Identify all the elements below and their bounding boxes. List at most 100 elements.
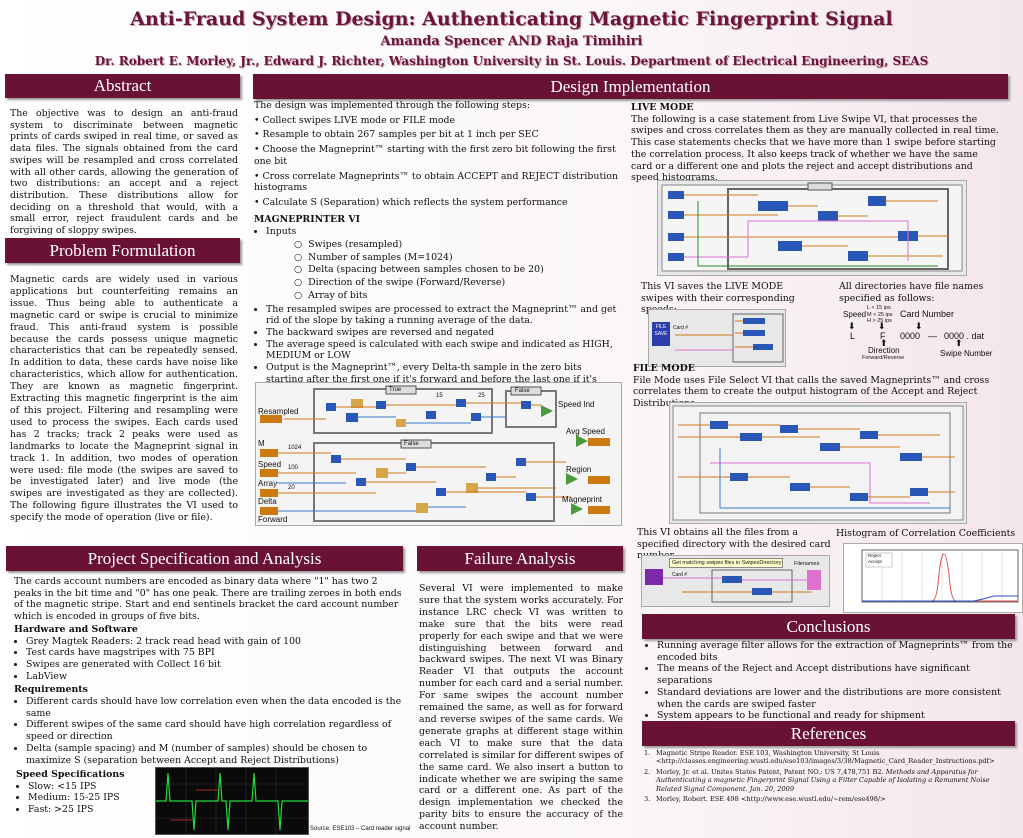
problem-heading: Problem Formulation — [5, 238, 240, 263]
fn-arrow-down-icon: ⬇ — [848, 321, 856, 331]
fn-dash: — — [928, 331, 937, 341]
inputs-item: Inputs ○ Swipes (resampled) ○ Number of … — [266, 226, 622, 301]
design-bullet: The average speed is calculated with eac… — [266, 339, 622, 362]
vi-const-25: 25 — [478, 393, 485, 399]
fn-speed-codes: L < 15 ips M < 25 ips H > 25 ips — [867, 305, 893, 325]
conclusions-list: Running average filter allows for the ex… — [645, 640, 1021, 722]
reference-number: 3. — [644, 795, 651, 804]
histogram-legend: Reject Accept — [868, 553, 882, 565]
file-mode-section: FILE MODE File Mode uses File Select VI … — [633, 363, 1005, 410]
fn-swipe-number: Swipe Number — [940, 349, 993, 358]
fn-l: L — [850, 331, 856, 341]
hw-heading: Hardware and Software — [14, 623, 138, 635]
reference-number: 1. — [644, 749, 651, 757]
design-intro: The design was implemented through the f… — [254, 100, 531, 111]
file-save-vi-diagram: FILE SAVE Card # — [648, 309, 786, 367]
input-text: Direction of the swipe (Forward/Reverse) — [308, 277, 506, 289]
filenames-label: Filenames — [794, 561, 820, 567]
live-swipe-vi-diagram — [657, 180, 967, 276]
design-bullet: The backward swipes are reversed and neg… — [266, 327, 622, 339]
input-item: ○ Number of samples (M=1024) — [294, 251, 453, 263]
conclusion-item: System appears to be functional and read… — [657, 710, 1021, 722]
design-heading: Design Implementation — [253, 74, 1008, 99]
req-heading: Requirements — [14, 684, 88, 696]
req-item: Different swipes of the same card should… — [26, 719, 402, 742]
card-reader-signal-plot — [155, 767, 309, 835]
input-item: ○ Array of bits — [294, 289, 368, 301]
signal-source: Source: ESE103 – Card reader signal — [310, 826, 411, 832]
failure-heading: Failure Analysis — [417, 546, 623, 571]
fn-arrow-down-icon: ⬇ — [878, 321, 886, 331]
poster-authors: Amanda Spencer AND Raja Timihiri — [380, 34, 643, 49]
file-mode-heading: FILE MODE — [633, 363, 695, 374]
design-step: • Choose the Magneprint™ starting with t… — [254, 144, 616, 167]
vi-const-15: 15 — [436, 393, 443, 399]
vi-label-region: Region — [566, 465, 592, 474]
live-mode-body: The following is a case statement from L… — [631, 113, 999, 184]
vi-label-forward: Forward — [258, 515, 288, 524]
vi-label-magneprint: Magneprint — [562, 495, 603, 504]
design-step: • Resample to obtain 267 samples per bit… — [254, 129, 539, 141]
fn-f: F — [880, 331, 886, 341]
conclusion-item: Running average filter allows for the ex… — [657, 640, 1021, 663]
fn-gt25: H > 25 ips — [867, 318, 892, 324]
fn-direction: Direction — [868, 346, 900, 355]
live-mode-section: LIVE MODE The following is a case statem… — [631, 102, 1001, 184]
vi-case-false2: False — [404, 441, 419, 447]
input-text: Delta (spacing between samples chosen to… — [308, 264, 544, 276]
vi-case-false: False — [515, 388, 530, 394]
reference-text: Magnetic Stripe Reader. ESE 103, Washing… — [656, 749, 995, 766]
input-item: ○ Delta (spacing between samples chosen … — [294, 264, 544, 276]
abstract-body: The objective was to design an anti-frau… — [10, 108, 238, 237]
failure-body: Several VI were implemented to make sure… — [419, 583, 623, 833]
fn-card-number: Card Number — [900, 309, 955, 319]
fn-forward-reverse: Forward/Reverse — [862, 355, 905, 361]
live-mode-heading: LIVE MODE — [631, 102, 694, 113]
get-files-vi-title: Get matching swipes files in SwipesDirec… — [669, 558, 783, 568]
reference-item: 1. Magnetic Stripe Reader. ESE 103, Wash… — [644, 749, 1012, 766]
speed-item: Medium: 15-25 IPS — [28, 792, 146, 804]
fn-ext: 0000 . dat — [944, 331, 985, 341]
magneprinter-vi-diagram: Resampled M Speed Array Delta Forward Tr… — [255, 382, 622, 526]
input-item: ○ Direction of the swipe (Forward/Revers… — [294, 277, 506, 289]
reference-text: Morley, Jr. et al. Unites States Patent,… — [656, 767, 884, 776]
directory-caption: All directories have file names specifie… — [839, 281, 984, 304]
fn-speed-label: Speed — [843, 310, 867, 319]
vi-label-avg-speed: Avg Speed — [566, 427, 605, 436]
directory-icon — [645, 569, 663, 585]
hw-item: LabView — [26, 671, 402, 683]
filename-convention: Speed L < 15 ips M < 25 ips H > 25 ips C… — [840, 305, 1010, 361]
speed-item: Fast: >25 IPS — [28, 804, 146, 816]
vi-label-resampled: Resampled — [258, 407, 299, 416]
project-heading: Project Specification and Analysis — [6, 546, 403, 571]
poster-affiliation: Dr. Robert E. Morley, Jr., Edward J. Ric… — [94, 54, 929, 68]
design-steps: The design was implemented through the f… — [254, 100, 622, 397]
project-body: The cards account numbers are encoded as… — [14, 576, 402, 623]
fn-m1525: M < 25 ips — [867, 311, 893, 318]
vi-const-20: 20 — [288, 485, 295, 491]
req-item: Different cards should have low correlat… — [26, 696, 402, 719]
conclusion-item: The means of the Reject and Accept distr… — [657, 663, 1021, 686]
fn-zeros: 0000 — [900, 331, 921, 341]
abstract-heading: Abstract — [5, 74, 240, 98]
hw-item: Swipes are generated with Collect 16 bit — [26, 659, 402, 671]
design-step: • Cross correlate Magneprints™ to obtain… — [254, 170, 618, 194]
input-text: Number of samples (M=1024) — [308, 251, 453, 263]
input-item: ○ Swipes (resampled) — [294, 239, 403, 251]
vi-label-delta: Delta — [258, 497, 277, 506]
hw-item: Test cards have magstripes with 75 BPI — [26, 647, 402, 659]
input-text: Swipes (resampled) — [308, 239, 403, 251]
design-bullet: The resampled swipes are processed to ex… — [266, 304, 622, 327]
card-number-label: Card # — [673, 325, 689, 331]
correlation-histogram: Reject Accept — [843, 543, 1023, 613]
fn-arrow-down-icon: ⬇ — [915, 321, 923, 331]
req-item: Delta (sample spacing) and M (number of … — [26, 743, 402, 766]
fn-arrow-up-icon: ⬆ — [880, 338, 888, 348]
input-text: Array of bits — [308, 289, 368, 301]
vi-case-true: True — [389, 387, 402, 393]
design-step: • Calculate S (Separation) which reflect… — [254, 196, 568, 208]
conclusions-heading: Conclusions — [642, 614, 1015, 639]
file-save-icon: FILE SAVE — [652, 322, 670, 346]
legend-accept: Accept — [868, 559, 882, 564]
fn-lt15: L < 15 ips — [867, 305, 891, 311]
